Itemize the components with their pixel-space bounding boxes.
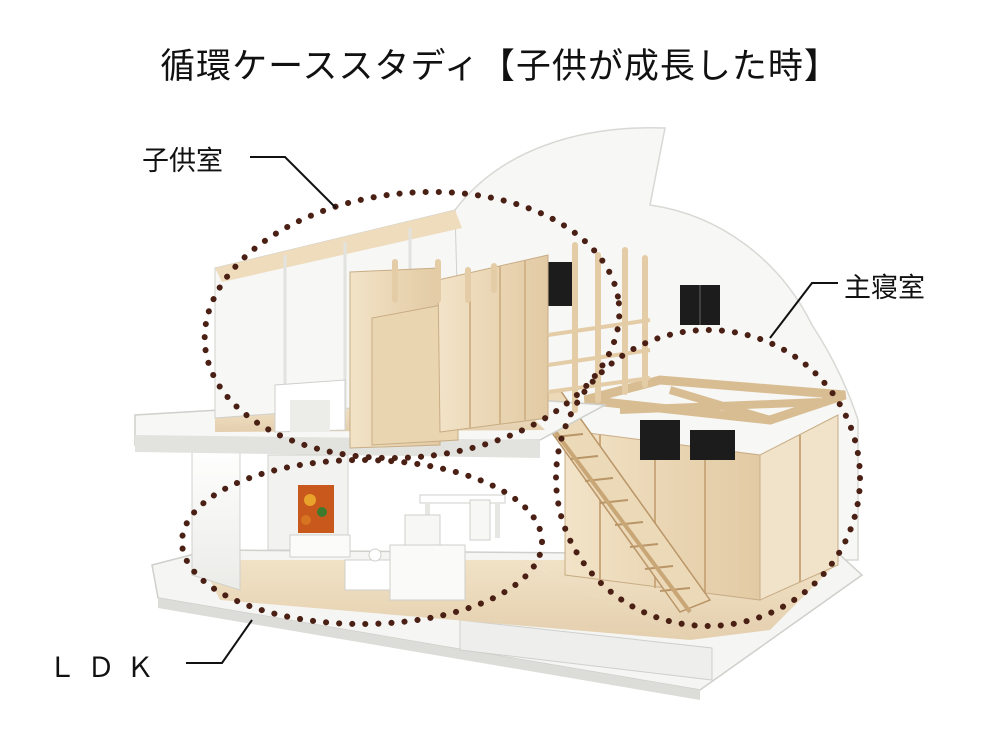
ground-left-wall xyxy=(191,444,241,591)
chair xyxy=(469,499,491,541)
master-bedroom-label: 主寝室 xyxy=(844,273,925,304)
chair xyxy=(404,514,441,546)
curved-back-wall xyxy=(454,127,859,561)
bedroom-roof-frame xyxy=(583,375,847,425)
kids-room-label: 子供室 xyxy=(142,146,223,177)
ldk-zone-outline xyxy=(179,457,545,627)
window xyxy=(548,262,574,306)
kids-room-leader-line xyxy=(250,156,337,209)
figure-title: 循環ケーススタディ【子供が成長した時】 xyxy=(160,47,840,87)
kids-room-zone-outline xyxy=(201,188,623,462)
dining-table xyxy=(419,494,506,504)
terrace-slab xyxy=(459,619,713,681)
ldk-label: ＬＤＫ xyxy=(48,651,166,684)
sofa xyxy=(289,534,351,558)
balsa-partitions xyxy=(349,254,549,449)
armchair xyxy=(389,544,466,601)
master-bedroom-leader-line xyxy=(769,282,838,339)
wall-painting xyxy=(298,485,334,533)
ldk-leader-line xyxy=(186,619,253,664)
master-bedroom-zone-outline xyxy=(553,327,863,629)
